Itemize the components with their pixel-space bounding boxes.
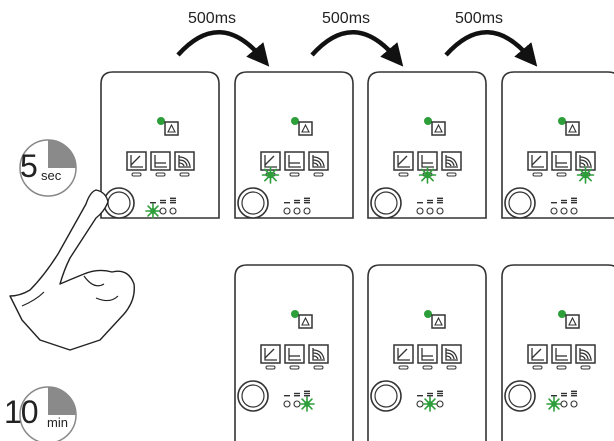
- active-level-led: [145, 203, 161, 219]
- level-led: [570, 207, 578, 215]
- curve-soft-icon: [575, 151, 596, 177]
- active-level-led: [546, 396, 562, 412]
- hold-duration-value: 5: [20, 148, 38, 184]
- status-led: [157, 117, 165, 125]
- status-led: [291, 310, 299, 318]
- curve-angle-icon: [126, 151, 147, 177]
- curve-soft-icon: [308, 344, 329, 370]
- hold-timer-icon: [19, 139, 77, 197]
- device-panel-step2: [367, 71, 487, 219]
- curve-linear-icon: [284, 151, 305, 177]
- device-panel-start: [100, 71, 220, 219]
- level-led: [169, 207, 177, 215]
- curve-soft-icon: [441, 344, 462, 370]
- status-led: [424, 310, 432, 318]
- curve-angle-icon: [393, 151, 414, 177]
- interval-arrow-1: [176, 30, 270, 67]
- device-panel-result3: [234, 264, 354, 441]
- level-led: [283, 400, 291, 408]
- device-panel-step1: [234, 71, 354, 219]
- level-led: [416, 400, 424, 408]
- level-led: [560, 400, 568, 408]
- curve-linear-icon: [150, 151, 171, 177]
- timeout-duration-unit: min: [47, 415, 68, 430]
- level-led: [436, 207, 444, 215]
- device-panel-result2: [367, 264, 487, 441]
- active-level-led: [299, 396, 315, 412]
- interval-label-2: 500ms: [322, 10, 371, 27]
- timeout-timer-icon: [19, 386, 77, 441]
- active-curve-led: [576, 166, 595, 184]
- curve-soft-icon: [575, 344, 596, 370]
- interval-arrow-2: [310, 30, 404, 67]
- curve-soft-icon: [308, 151, 329, 177]
- level-led: [550, 207, 558, 215]
- status-led: [291, 117, 299, 125]
- level-led: [159, 207, 167, 215]
- curve-angle-icon: [527, 344, 548, 370]
- level-led: [293, 400, 301, 408]
- curve-angle-icon: [260, 344, 281, 370]
- interval-label-3: 500ms: [455, 10, 504, 27]
- curve-angle-icon: [527, 151, 548, 177]
- device-panel-result1: [501, 264, 614, 441]
- active-level-led: [422, 396, 438, 412]
- active-curve-led: [261, 166, 280, 184]
- device-outline: [367, 71, 487, 219]
- interval-label-1: 500ms: [188, 10, 237, 27]
- device-outline: [234, 71, 354, 219]
- status-led: [424, 117, 432, 125]
- level-led: [570, 400, 578, 408]
- curve-soft-icon: [441, 151, 462, 177]
- level-led: [436, 400, 444, 408]
- status-led: [558, 310, 566, 318]
- curve-linear-icon: [551, 344, 572, 370]
- level-led: [560, 207, 568, 215]
- device-outline: [100, 71, 220, 219]
- level-led: [293, 207, 301, 215]
- level-led: [303, 207, 311, 215]
- level-led: [426, 207, 434, 215]
- level-led: [416, 207, 424, 215]
- active-curve-led: [418, 166, 437, 184]
- level-led: [283, 207, 291, 215]
- interval-arrow-3: [444, 30, 538, 67]
- curve-linear-icon: [284, 344, 305, 370]
- hold-duration-unit: sec: [41, 168, 62, 183]
- curve-soft-icon: [174, 151, 195, 177]
- curve-linear-icon: [551, 151, 572, 177]
- curve-angle-icon: [393, 344, 414, 370]
- device-panel-step3: [501, 71, 614, 219]
- curve-linear-icon: [417, 344, 438, 370]
- hand-icon: [9, 189, 135, 351]
- status-led: [558, 117, 566, 125]
- timeout-duration-value: 10: [4, 394, 39, 430]
